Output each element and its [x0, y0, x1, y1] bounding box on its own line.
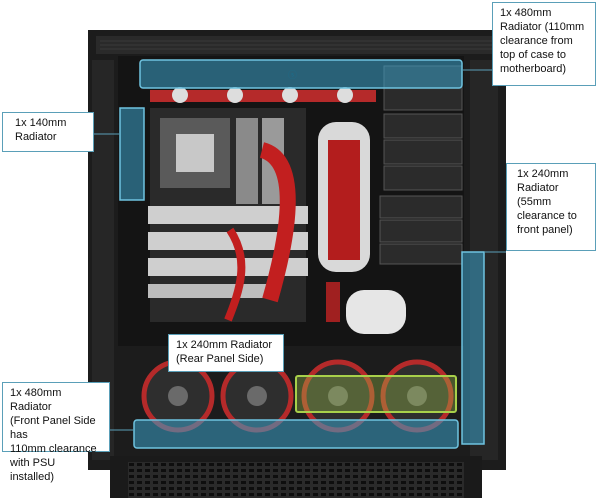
rear-panel — [92, 60, 114, 460]
label-line: 1x 480mm — [500, 7, 552, 19]
top-480-radiator-zone: ⓢ — [139, 59, 463, 89]
label-line: 1x 240mm Radiator — [176, 339, 272, 351]
label-line: (55mm — [517, 196, 552, 208]
reservoir — [318, 122, 406, 334]
label-line: top of case to — [500, 49, 567, 61]
label-line: 1x 140mm — [15, 117, 67, 129]
leader-lines — [94, 69, 506, 431]
rear-140-radiator-zone — [119, 107, 145, 201]
label-rear-bottom-240-radiator: 1x 240mm Radiator (Rear Panel Side) — [168, 334, 284, 372]
label-top-480-radiator: 1x 480mm Radiator (110mm clearance from … — [492, 2, 596, 86]
label-line: 1x 480mm Radiator — [10, 387, 62, 413]
red-cables — [224, 142, 296, 322]
label-line: 110mm clearance — [10, 443, 97, 455]
bottom-480-radiator-zone — [133, 419, 459, 449]
front-240-radiator-zone — [461, 251, 485, 445]
label-line: clearance to — [517, 210, 577, 222]
label-line: 1x 240mm — [517, 168, 569, 180]
label-bottom-480-radiator: 1x 480mm Radiator (Front Panel Side has … — [2, 382, 110, 483]
label-front-240-radiator: 1x 240mm Radiator (55mm clearance to fro… — [506, 163, 596, 251]
label-line: Radiator (110mm — [500, 21, 585, 33]
label-line: front panel) — [517, 224, 573, 236]
case-base — [110, 456, 482, 498]
label-rear-140-radiator: 1x 140mm Radiator — [2, 112, 94, 152]
label-line: Radiator — [15, 131, 57, 143]
label-line: with PSU installed) — [10, 457, 56, 483]
label-line: motherboard) — [500, 63, 567, 75]
label-line: (Rear Panel Side) — [176, 353, 264, 365]
rear-bottom-240-radiator-zone — [295, 375, 457, 413]
label-line: (Front Panel Side has — [10, 415, 96, 441]
label-line: Radiator — [517, 182, 559, 194]
top-fans — [150, 87, 376, 103]
svg-text:ⓢ: ⓢ — [288, 70, 297, 80]
label-line: clearance from — [500, 35, 573, 47]
